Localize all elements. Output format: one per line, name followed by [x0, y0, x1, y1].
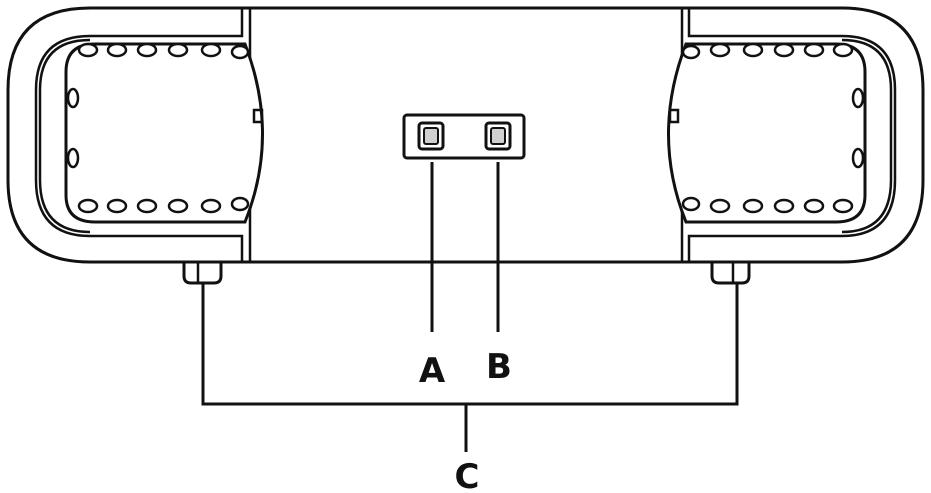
button-housing	[402, 113, 526, 160]
right-foot	[710, 260, 751, 285]
left-grille-outline	[64, 42, 264, 224]
right-notch	[668, 108, 680, 124]
right-grille	[667, 42, 867, 224]
device-body	[6, 6, 925, 285]
left-notch	[252, 108, 264, 124]
right-side-frame	[687, 8, 897, 262]
right-grille-outline	[667, 42, 867, 224]
left-grille	[64, 42, 264, 224]
label-c: C	[455, 457, 480, 493]
left-side-frame	[34, 8, 244, 262]
device-outer-shell	[6, 6, 925, 264]
label-b: B	[486, 347, 512, 387]
label-a: A	[419, 351, 446, 391]
callout-bracket-c	[201, 283, 739, 452]
left-foot	[182, 260, 223, 285]
